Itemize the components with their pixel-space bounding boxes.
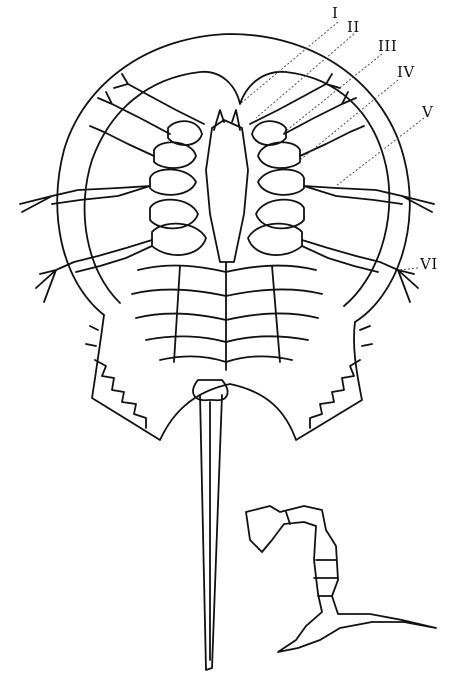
label-VI: VI (420, 257, 438, 272)
label-II: II (347, 20, 360, 35)
sternum (206, 120, 248, 262)
label-I: I (332, 6, 338, 21)
label-III: III (378, 39, 397, 54)
leg-left-1 (114, 74, 204, 124)
carapace-rim (57, 34, 410, 322)
leg-right-1 (250, 74, 340, 124)
opisthosoma (92, 315, 362, 440)
label-V: V (422, 105, 433, 120)
detached-leg (246, 506, 436, 652)
leg-right-2 (284, 92, 356, 134)
label-IV: IV (397, 65, 415, 80)
leg-right-3 (300, 126, 364, 156)
